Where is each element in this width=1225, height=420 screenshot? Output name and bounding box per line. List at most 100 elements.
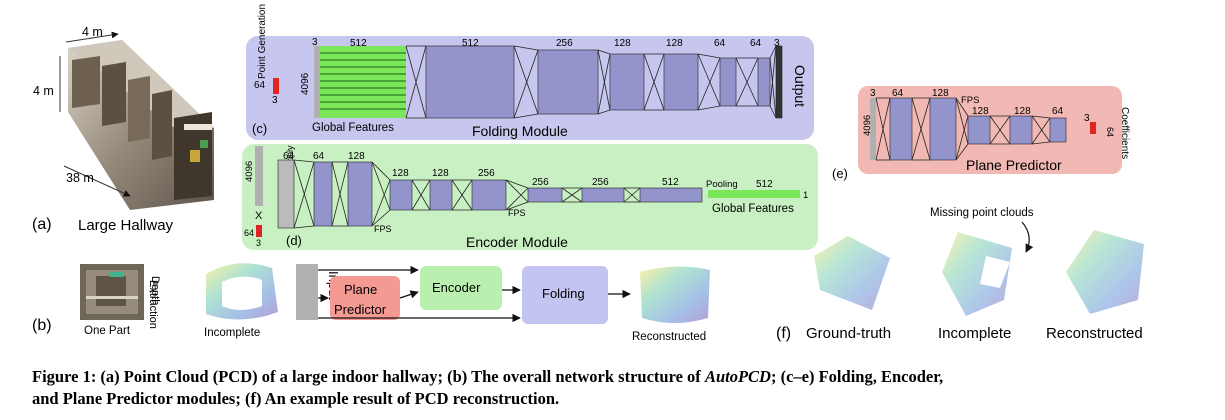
folding-dim-label-1: 512 bbox=[462, 38, 479, 49]
panel-e-tag: (e) bbox=[832, 166, 848, 181]
plane-predictor-box bbox=[330, 276, 400, 320]
encoder-box-label: Encoder bbox=[432, 280, 481, 295]
panel-a: 4 m 4 m 38 m (a) Large Hallway bbox=[32, 25, 214, 234]
caption-name: AutoPCD bbox=[704, 367, 771, 386]
plane-layer-3 bbox=[967, 115, 991, 145]
encoder-box bbox=[420, 266, 502, 310]
plane-dim-label-3: 128 bbox=[972, 106, 989, 117]
encoder-module-title: Encoder Module bbox=[466, 234, 568, 250]
encoder-layer-8 bbox=[639, 187, 703, 203]
incomplete-label: Incomplete bbox=[204, 327, 260, 339]
plane-box-line1: Plane bbox=[344, 282, 377, 297]
input-cols-label: 3 bbox=[272, 95, 278, 106]
hallway-point-cloud-image bbox=[68, 40, 214, 210]
folding-layer-6 bbox=[757, 57, 771, 107]
plane-layer-4 bbox=[1009, 115, 1033, 145]
pooling-dim-label: 512 bbox=[756, 179, 773, 190]
encoder-dim-label-6: 256 bbox=[532, 177, 549, 188]
caption-line2: and Plane Predictor modules; (f) An exam… bbox=[32, 389, 560, 408]
encoder-dim-label-8: 512 bbox=[662, 177, 679, 188]
dim-arrow-top bbox=[65, 31, 119, 43]
encoder-dim-label-3: 128 bbox=[392, 168, 409, 179]
folding-layer-4 bbox=[663, 53, 699, 111]
plane-gray-matrix bbox=[870, 98, 876, 160]
encoder-layer-1 bbox=[313, 161, 333, 227]
folding-dim-label-5: 64 bbox=[714, 38, 726, 49]
folding-layer-1 bbox=[425, 45, 515, 119]
one-part-image bbox=[80, 264, 144, 320]
folding-module-title: Folding Module bbox=[472, 123, 568, 139]
depth-label: Depth bbox=[149, 276, 161, 305]
encoder-layer-0 bbox=[277, 159, 295, 229]
encoder-red-matrix bbox=[256, 225, 262, 237]
encoder-4096-label: 4096 bbox=[244, 161, 255, 182]
ground-truth-label: Ground-truth bbox=[806, 325, 891, 342]
plane-dim-label-2: 128 bbox=[932, 88, 949, 99]
plane-dim-label-6: 3 bbox=[1084, 113, 1090, 124]
plane-layers: 3 64 128 128 128 64 3 bbox=[870, 88, 1090, 161]
plane-dim-label-0: 3 bbox=[870, 88, 876, 99]
reconstructed-result-label: Reconstructed bbox=[1046, 325, 1143, 342]
panel-d-tag: (d) bbox=[286, 233, 302, 248]
global-vector-one: 1 bbox=[803, 190, 808, 201]
coefficients-64-label: 64 bbox=[1105, 127, 1115, 137]
folding-dim-label-0: 512 bbox=[350, 38, 367, 49]
folding-dim-label-7: 3 bbox=[774, 38, 780, 49]
input-red-matrix bbox=[273, 78, 279, 94]
reconstructed-point-cloud bbox=[640, 266, 710, 323]
folding-dim-label-4: 128 bbox=[666, 38, 683, 49]
panel-b-pipeline: (b) One Part Depth Extraction Incomplete… bbox=[32, 263, 710, 343]
plane-layer-5 bbox=[1049, 117, 1067, 143]
panel-c-folding-module: Point Generation 4096 64 3 3 Global Feat… bbox=[246, 4, 814, 140]
folding-dim-label-3: 128 bbox=[614, 38, 631, 49]
encoder-global-features-label: Global Features bbox=[712, 203, 794, 215]
panel-d-encoder-module: 4096 Matrix Multiply X 64 3 646412812812… bbox=[242, 144, 818, 250]
global-feature-vector bbox=[708, 190, 800, 198]
reconstructed-label: Reconstructed bbox=[632, 331, 706, 343]
folding-layer-3 bbox=[609, 53, 645, 111]
encoder-gray-matrix bbox=[255, 146, 263, 206]
dim-arrow-length bbox=[63, 165, 131, 197]
encoder-dim-label-4: 128 bbox=[432, 168, 449, 179]
panel-b-tag: (b) bbox=[32, 317, 52, 334]
ground-truth-point-cloud bbox=[814, 236, 890, 310]
incomplete-result-point-cloud bbox=[942, 232, 1012, 316]
plane-box-line2: Predictor bbox=[334, 302, 387, 317]
encoder-layer-5 bbox=[471, 179, 507, 211]
plane-dim-label-1: 64 bbox=[892, 88, 904, 99]
folding-dim-label-6: 64 bbox=[750, 38, 762, 49]
incomplete-point-cloud bbox=[206, 263, 278, 320]
input-block bbox=[296, 264, 318, 320]
encoder-dim-label-1: 64 bbox=[313, 151, 325, 162]
encoder-dim-label-0: 64 bbox=[283, 151, 295, 162]
plane-layer-1 bbox=[889, 97, 913, 161]
panel-a-title: Large Hallway bbox=[78, 217, 174, 234]
figure-caption: Figure 1: (a) Point Cloud (PCD) of a lar… bbox=[32, 366, 1202, 410]
output-label: Output bbox=[792, 65, 808, 107]
folding-layer-2 bbox=[537, 49, 599, 115]
global-features-label: Global Features bbox=[312, 122, 394, 134]
encoder-fps-label-1: FPS bbox=[374, 224, 392, 234]
encoder-fps-label-2: FPS bbox=[508, 208, 526, 218]
plane-layer-2 bbox=[929, 97, 957, 161]
folding-dim-label-2: 256 bbox=[556, 38, 573, 49]
pipeline-arrows bbox=[318, 265, 631, 323]
encoder-layer-6 bbox=[527, 187, 563, 203]
encoder-dim-label-2: 128 bbox=[348, 151, 365, 162]
encoder-layer-4 bbox=[429, 179, 453, 211]
point-grid-gray bbox=[314, 46, 320, 118]
encoder-in-cols: 3 bbox=[256, 238, 261, 248]
dim3-label: 3 bbox=[312, 37, 318, 48]
encoder-dim-label-7: 256 bbox=[592, 177, 609, 188]
plane-fps-label: FPS bbox=[961, 95, 979, 106]
plane-predictor-title: Plane Predictor bbox=[966, 157, 1062, 173]
plane-dim-label-5: 64 bbox=[1052, 106, 1064, 117]
pooling-label: Pooling bbox=[706, 179, 738, 190]
plane-dim-label-4: 128 bbox=[1014, 106, 1031, 117]
encoder-dim-label-5: 256 bbox=[478, 168, 495, 179]
encoder-layers: 64 64 128 128 128 256 256 256 512 bbox=[277, 151, 703, 229]
encoder-layer-3 bbox=[389, 179, 413, 211]
dim-top-label: 4 m bbox=[82, 25, 103, 39]
global-features-green-block bbox=[320, 46, 406, 118]
